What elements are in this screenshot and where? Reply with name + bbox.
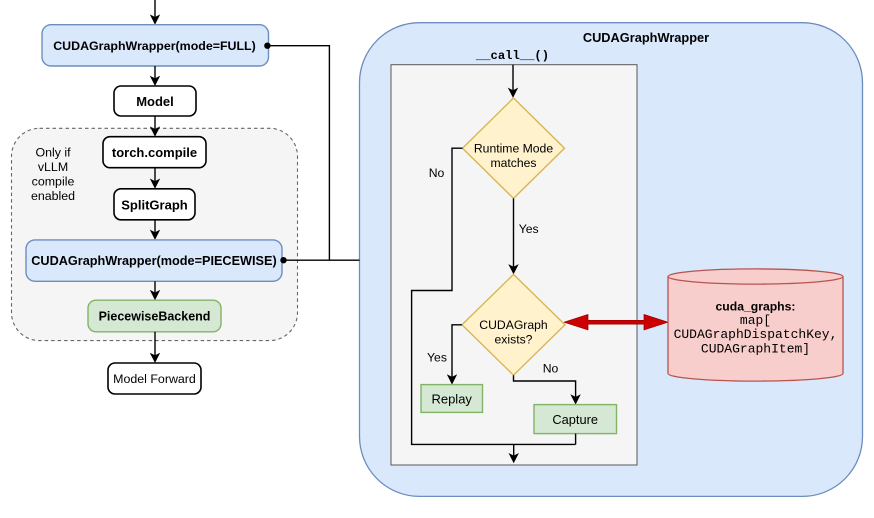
svg-text:Runtime Mode: Runtime Mode [474,142,553,156]
svg-text:Model: Model [136,94,174,109]
svg-text:map[: map[ [740,313,771,328]
svg-text:CUDAGraphWrapper: CUDAGraphWrapper [583,30,709,45]
svg-text:matches: matches [490,156,536,170]
svg-text:SplitGraph: SplitGraph [121,197,188,212]
svg-text:vLLM: vLLM [38,160,68,174]
svg-text:cuda_graphs:: cuda_graphs: [716,300,796,314]
svg-text:CUDAGraphWrapper(mode=FULL): CUDAGraphWrapper(mode=FULL) [53,39,256,53]
svg-text:Yes: Yes [427,351,447,365]
svg-text:__call__(): __call__() [475,49,549,63]
svg-text:Yes: Yes [519,222,539,236]
svg-text:CUDAGraphDispatchKey,: CUDAGraphDispatchKey, [674,327,838,342]
svg-text:CUDAGraph: CUDAGraph [479,318,547,332]
svg-text:compile: compile [32,175,75,189]
svg-text:PiecewiseBackend: PiecewiseBackend [99,310,211,324]
svg-text:Only if: Only if [35,146,71,160]
svg-text:No: No [543,362,559,376]
svg-text:Model Forward: Model Forward [113,372,196,386]
svg-text:No: No [429,166,445,180]
svg-text:Replay: Replay [431,392,472,407]
svg-text:enabled: enabled [31,189,75,203]
svg-text:torch.compile: torch.compile [112,145,197,160]
svg-text:CUDAGraphWrapper(mode=PIECEWIS: CUDAGraphWrapper(mode=PIECEWISE) [31,254,276,268]
svg-text:exists?: exists? [495,333,533,347]
svg-text:Capture: Capture [552,412,598,427]
svg-text:CUDAGraphItem]: CUDAGraphItem] [701,341,810,356]
